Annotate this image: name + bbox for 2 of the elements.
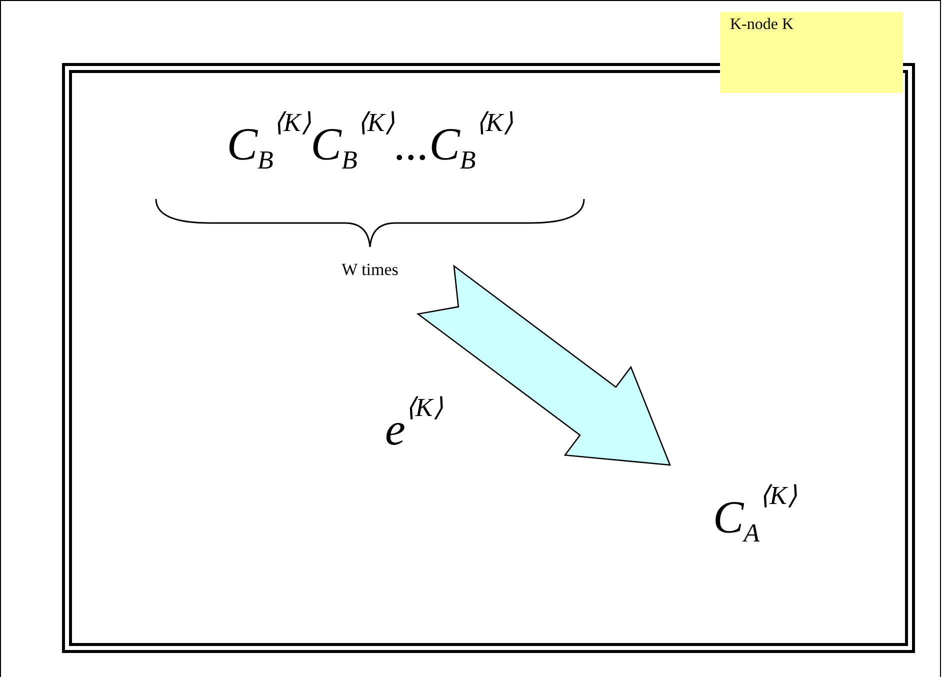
- node-tag: K-node K: [720, 12, 903, 93]
- block-arrow: [416, 264, 671, 466]
